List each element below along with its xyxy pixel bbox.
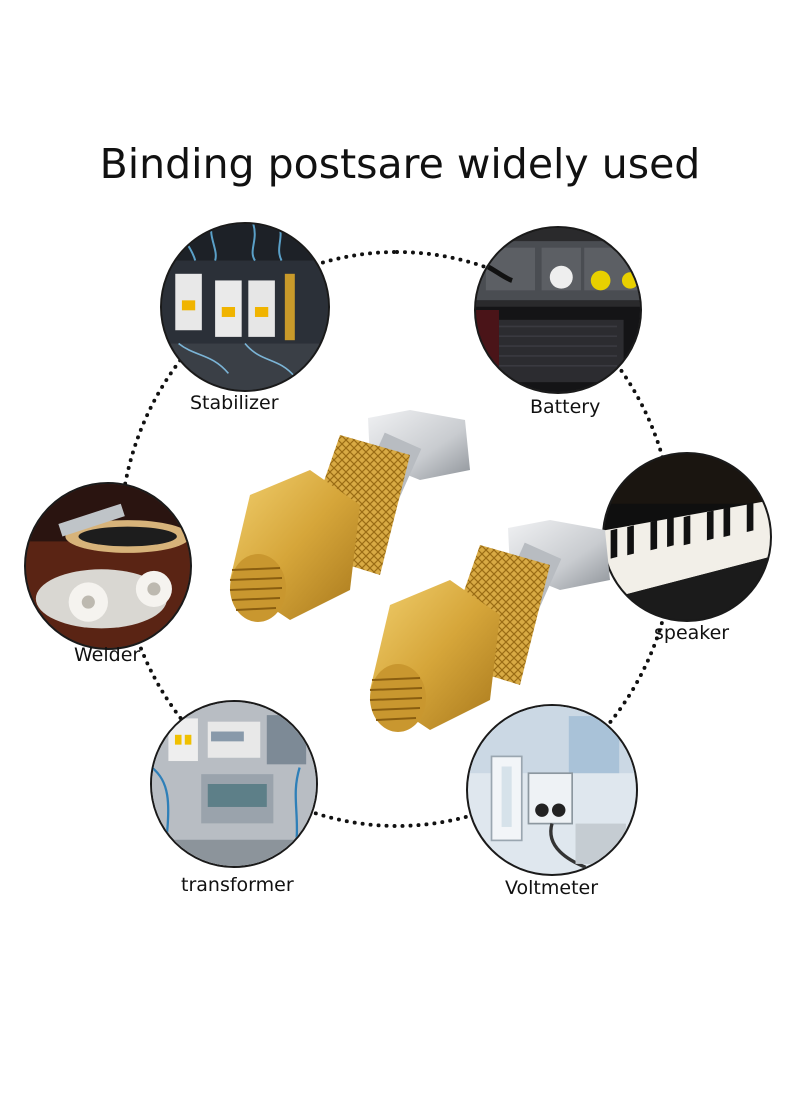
speaker-photo — [602, 452, 772, 622]
stabilizer-photo — [160, 222, 330, 392]
page-title: Binding postsare widely used — [99, 140, 701, 188]
welder-label: Welder — [74, 644, 141, 666]
welder-photo — [24, 482, 192, 650]
stabilizer-label: Stabilizer — [190, 392, 279, 414]
transformer-label: transformer — [181, 874, 294, 896]
voltmeter-photo — [466, 704, 638, 876]
speaker-label: speaker — [654, 622, 730, 644]
battery-label: Battery — [530, 396, 601, 418]
battery-photo — [474, 226, 642, 394]
voltmeter-label: Voltmeter — [505, 877, 599, 899]
binding-posts-product — [210, 400, 610, 760]
transformer-photo — [150, 700, 318, 868]
binding-post-icon — [229, 410, 610, 732]
